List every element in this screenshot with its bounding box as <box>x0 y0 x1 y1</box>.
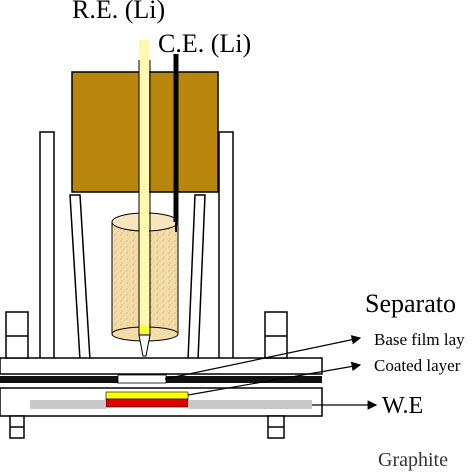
separator-base-film <box>117 374 167 384</box>
working-electrode-strip-right <box>188 400 312 409</box>
base-film-layer-label: Base film lay <box>374 330 465 349</box>
right-outer-rod <box>218 131 234 361</box>
reference-electrode-label: R.E. (Li) <box>72 0 165 24</box>
base-film-arrow <box>164 335 362 380</box>
separator-red-layer <box>105 398 189 408</box>
left-inner-support <box>69 194 91 361</box>
top-base-plate <box>0 357 323 375</box>
left-outer-rod <box>39 131 55 361</box>
reference-electrode-rod <box>139 40 149 330</box>
counter-electrode-label: C.E. (Li) <box>158 29 251 58</box>
reference-electrode-tip <box>140 325 149 333</box>
coated-layer-arrow <box>187 361 362 396</box>
graphite-label: Graphite <box>378 449 448 471</box>
right-bolt-head <box>264 311 288 359</box>
separator-yellow-layer <box>105 391 189 400</box>
coated-layer-label: Coated layer <box>374 356 461 375</box>
reference-capillary <box>138 334 151 357</box>
right-inner-support <box>187 194 206 361</box>
left-gasket <box>0 376 118 383</box>
working-electrode-label: W.E <box>382 393 423 419</box>
left-bolt-head <box>5 311 29 359</box>
separator-label: Separato <box>365 289 456 318</box>
working-electrode-strip-left <box>30 400 106 409</box>
right-gasket <box>166 376 322 383</box>
